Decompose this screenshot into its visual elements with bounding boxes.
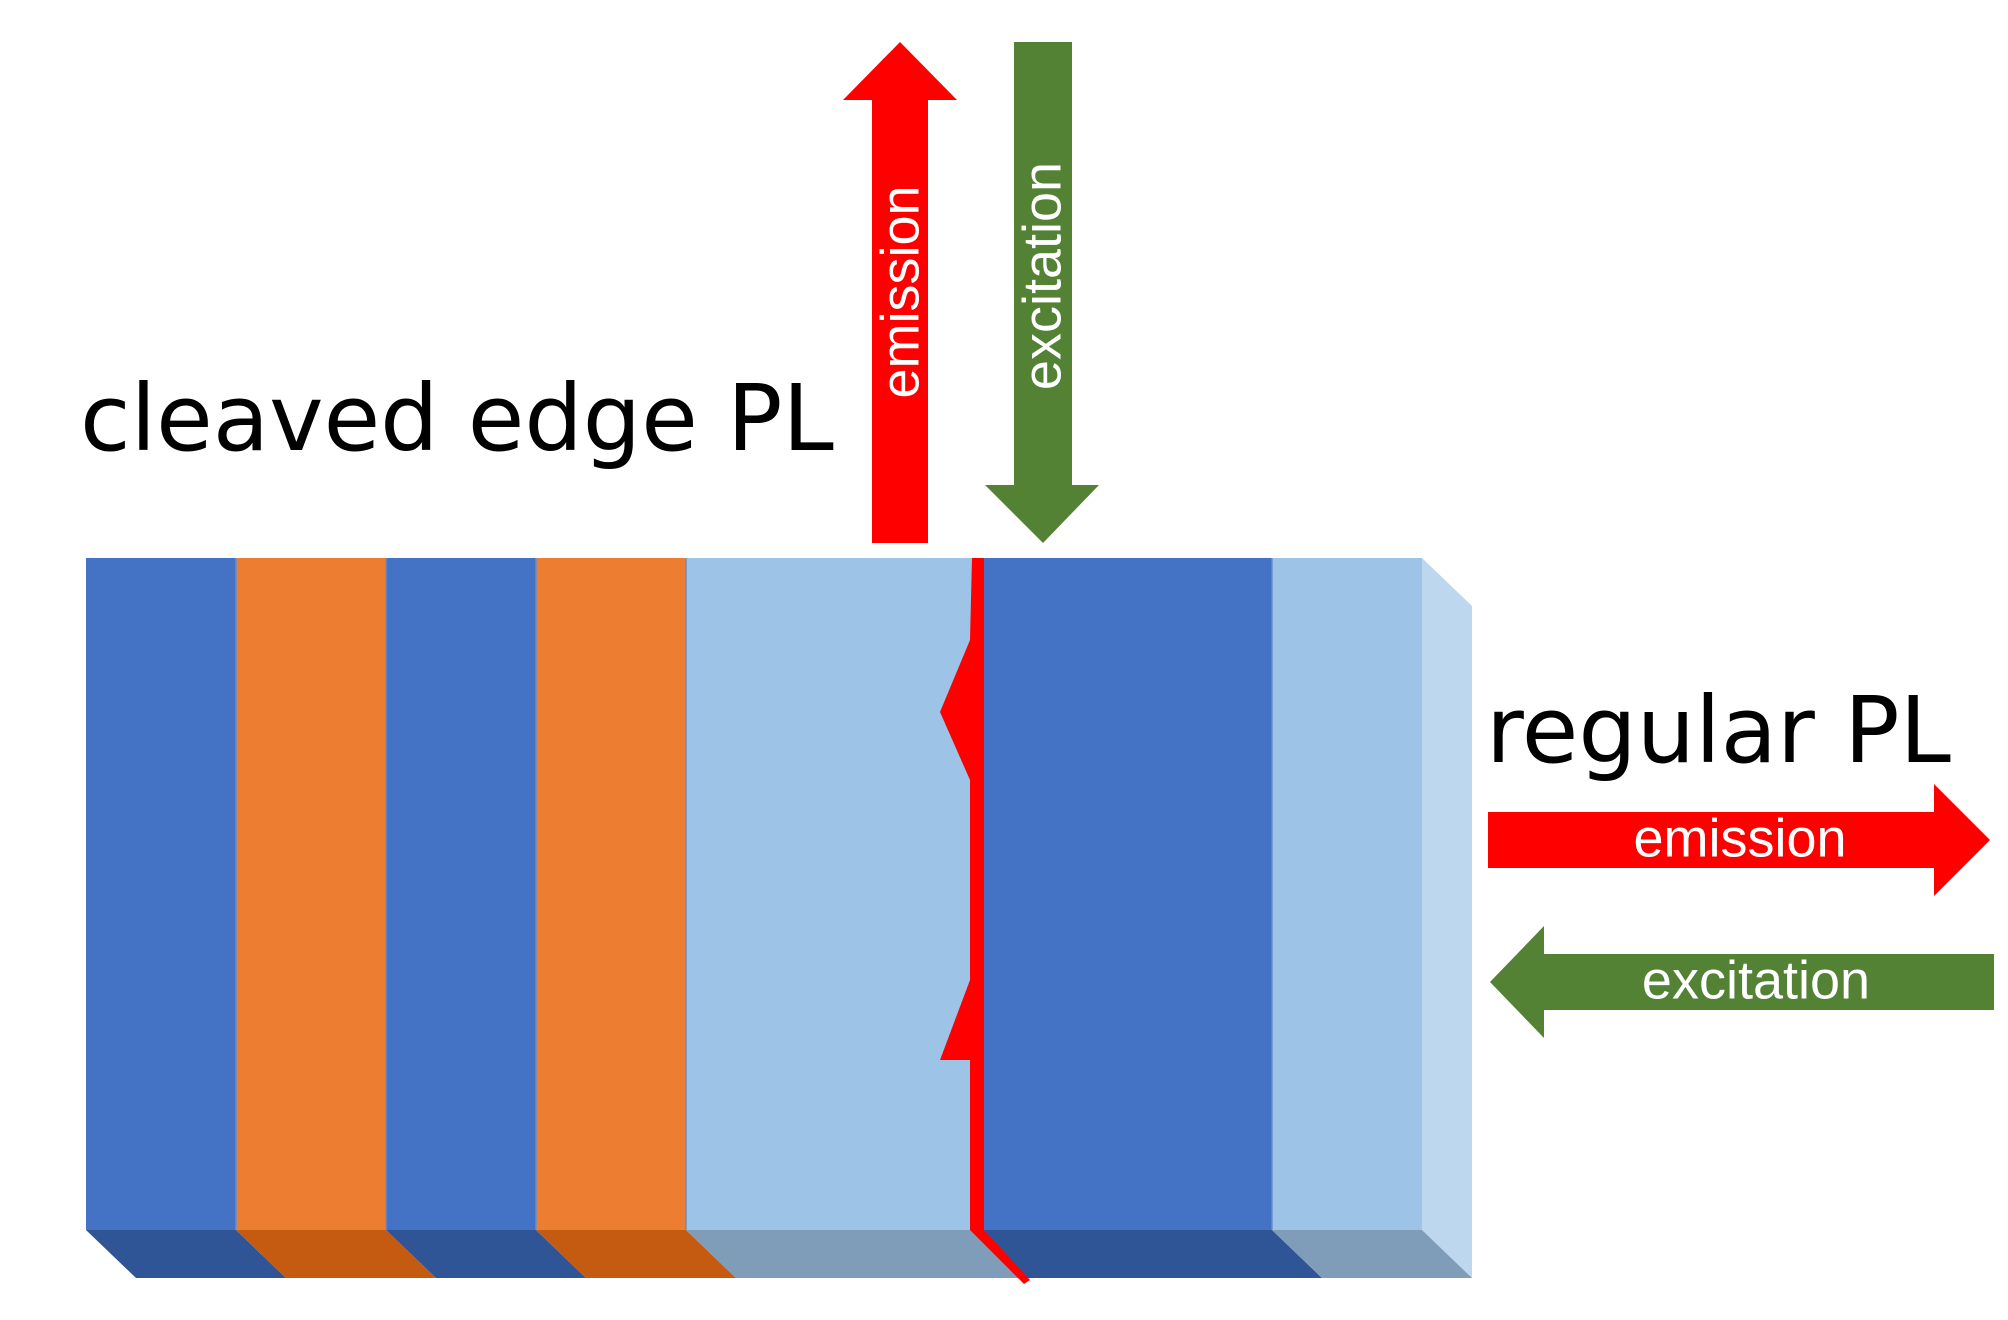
layer-6-bottom bbox=[972, 1230, 1322, 1278]
layer-3-bottom bbox=[386, 1230, 586, 1278]
horizontal-excitation-label: excitation bbox=[1642, 950, 1870, 1010]
layer-2-orange bbox=[236, 558, 386, 1230]
layer-7-light-blue bbox=[1272, 558, 1422, 1230]
horizontal-emission-arrow: emission bbox=[1488, 784, 1990, 896]
layer-4-orange bbox=[536, 558, 686, 1230]
vertical-excitation-label: excitation bbox=[1012, 162, 1072, 390]
block-side-face bbox=[1422, 558, 1472, 1278]
vertical-excitation-arrow: excitation bbox=[985, 42, 1099, 543]
regular-pl-label: regular PL bbox=[1486, 677, 1951, 784]
layer-4-bottom bbox=[536, 1230, 736, 1278]
cleaved-edge-pl-label: cleaved edge PL bbox=[80, 365, 834, 472]
layer-6-dark-blue bbox=[976, 558, 1272, 1230]
layer-7-bottom bbox=[1272, 1230, 1472, 1278]
layer-5-bottom bbox=[686, 1230, 1022, 1278]
layer-2-bottom bbox=[236, 1230, 436, 1278]
vertical-emission-label: emission bbox=[870, 185, 930, 398]
horizontal-emission-label: emission bbox=[1633, 808, 1846, 868]
layer-1-bottom bbox=[86, 1230, 286, 1278]
layer-3-dark-blue bbox=[386, 558, 536, 1230]
vertical-emission-arrow: emission bbox=[843, 42, 957, 543]
layer-separators bbox=[235, 558, 1273, 1230]
cleaved-edge-line bbox=[940, 558, 1030, 1284]
layer-1-dark-blue bbox=[86, 558, 236, 1230]
sample-block bbox=[86, 558, 1472, 1284]
horizontal-excitation-arrow: excitation bbox=[1490, 926, 1994, 1038]
layer-5-light-blue bbox=[686, 558, 976, 1230]
